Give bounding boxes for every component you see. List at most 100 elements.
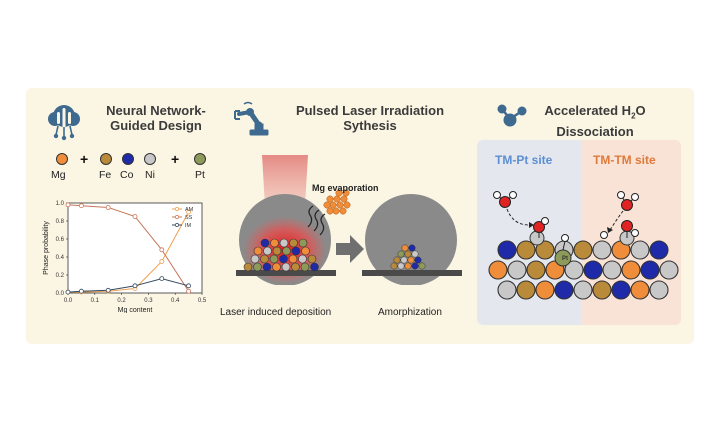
deposited-atom [281, 262, 291, 272]
catalyst-surface-illustration [488, 191, 679, 300]
deposited-atom [243, 262, 253, 272]
panel1-title-line2: Guided Design [110, 118, 202, 133]
legend-marker-im [175, 223, 179, 227]
deposited-atom [288, 254, 298, 264]
plus-sign-1: + [80, 151, 89, 167]
deposited-atom [253, 246, 263, 256]
panel3-title-line1: Accelerated H2O [530, 103, 660, 124]
panel2-title-line1: Pulsed Laser Irradiation [295, 103, 445, 118]
y-tick-label: 0.6 [56, 237, 65, 243]
surface-atom [630, 240, 650, 260]
surface-atom [535, 280, 555, 300]
tm-tm-site-title: TM-TM site [593, 153, 656, 167]
deposited-atom [291, 246, 301, 256]
deposited-atom [250, 254, 260, 264]
panel3-title: Accelerated H2O Dissociation [530, 103, 660, 139]
deposited-atom [298, 238, 308, 248]
right-substrate-sphere [365, 194, 457, 285]
y-tick-label: 0.8 [56, 219, 65, 225]
surface-atom [564, 260, 584, 280]
mg-label: Mg [51, 169, 66, 181]
legend-label-am: AM [185, 207, 194, 213]
surface-atom [507, 260, 527, 280]
neural-network-icon [48, 105, 80, 141]
legend-marker-am [175, 207, 179, 211]
oxygen-atom [621, 199, 633, 211]
data-point-ss [159, 247, 165, 253]
legend-label-im: IM [185, 223, 192, 229]
deposited-atom [298, 254, 307, 264]
deposited-atom [260, 254, 269, 264]
surface-atom [573, 280, 593, 300]
evaporating-mg-atom [336, 201, 344, 209]
surface-atom [583, 260, 603, 280]
surface-atom [529, 230, 545, 246]
amorphous-atom [397, 250, 405, 258]
evaporating-mg-atom [326, 207, 334, 215]
x-axis-label: Mg content [118, 307, 153, 313]
process-arrow [336, 235, 364, 263]
data-point-ss [105, 205, 111, 210]
x-tick-label: 0.1 [91, 298, 100, 304]
hydrogen-atom [493, 191, 501, 199]
pt-label: Pt [195, 169, 205, 181]
x-tick-label: 0.3 [144, 298, 153, 304]
legend-label-ss: SS [185, 215, 193, 221]
deposited-atom [307, 254, 317, 264]
amorphous-atom [411, 262, 419, 270]
deposited-atom [262, 262, 272, 272]
hydrogen-atom [617, 191, 625, 199]
hydrogen-atom [631, 193, 639, 201]
amorphous-atom [411, 250, 419, 258]
laser-deposition-label: Laser induced deposition [220, 307, 332, 318]
data-point-im [132, 283, 138, 289]
robot-arm-icon [234, 101, 269, 136]
amorphous-atom [408, 244, 416, 252]
surface-atom [488, 260, 508, 280]
data-point-im [159, 276, 165, 281]
data-point-am [186, 209, 192, 215]
panel1-title-line1: Neural Network- [106, 103, 206, 118]
amorphous-atom [397, 262, 405, 270]
evaporating-mg-atom [323, 201, 331, 209]
x-tick-label: 0.5 [198, 298, 207, 304]
data-point-ss [65, 202, 71, 208]
surface-atom [554, 280, 574, 300]
plus-sign-2: + [171, 151, 180, 167]
data-point-im [105, 287, 111, 293]
evaporating-mg-atom [326, 195, 334, 203]
co-label: Co [120, 169, 134, 181]
surface-atom [659, 260, 679, 280]
legend-marker-ss [175, 215, 179, 219]
mg-atom-icon [56, 153, 68, 165]
arrowhead [529, 222, 534, 228]
water-molecule-icon [497, 104, 527, 127]
oxygen-atom [499, 196, 511, 208]
evaporating-mg-atom [340, 195, 348, 203]
evaporating-mg-atom [332, 207, 340, 215]
co-atom-icon [122, 153, 134, 165]
surface-atom [497, 240, 517, 260]
y-tick-label: 1.0 [56, 201, 65, 207]
evaporating-mg-atom [343, 201, 351, 209]
deposited-atom [272, 262, 281, 272]
hydrogen-atom [541, 217, 549, 225]
surface-atom [516, 280, 536, 300]
deposited-atom [301, 246, 310, 256]
deposited-atom [272, 246, 282, 256]
amorphous-atom [418, 262, 426, 270]
evaporating-mg-atom [342, 189, 350, 197]
fe-atom-icon [100, 153, 112, 165]
surface-atom [602, 260, 622, 280]
oxygen-atom [533, 221, 545, 233]
surface-atom [649, 280, 669, 300]
surface-atom [573, 240, 593, 260]
deposited-atom [300, 262, 310, 272]
amorphization-label: Amorphization [378, 307, 442, 318]
mg-evaporation-label: Mg evaporation [312, 183, 379, 193]
data-point-im [186, 283, 192, 289]
panel1-title: Neural Network- Guided Design [96, 103, 216, 133]
amorphous-atom [390, 262, 398, 270]
data-point-am [159, 259, 165, 264]
surface-atom [526, 260, 546, 280]
